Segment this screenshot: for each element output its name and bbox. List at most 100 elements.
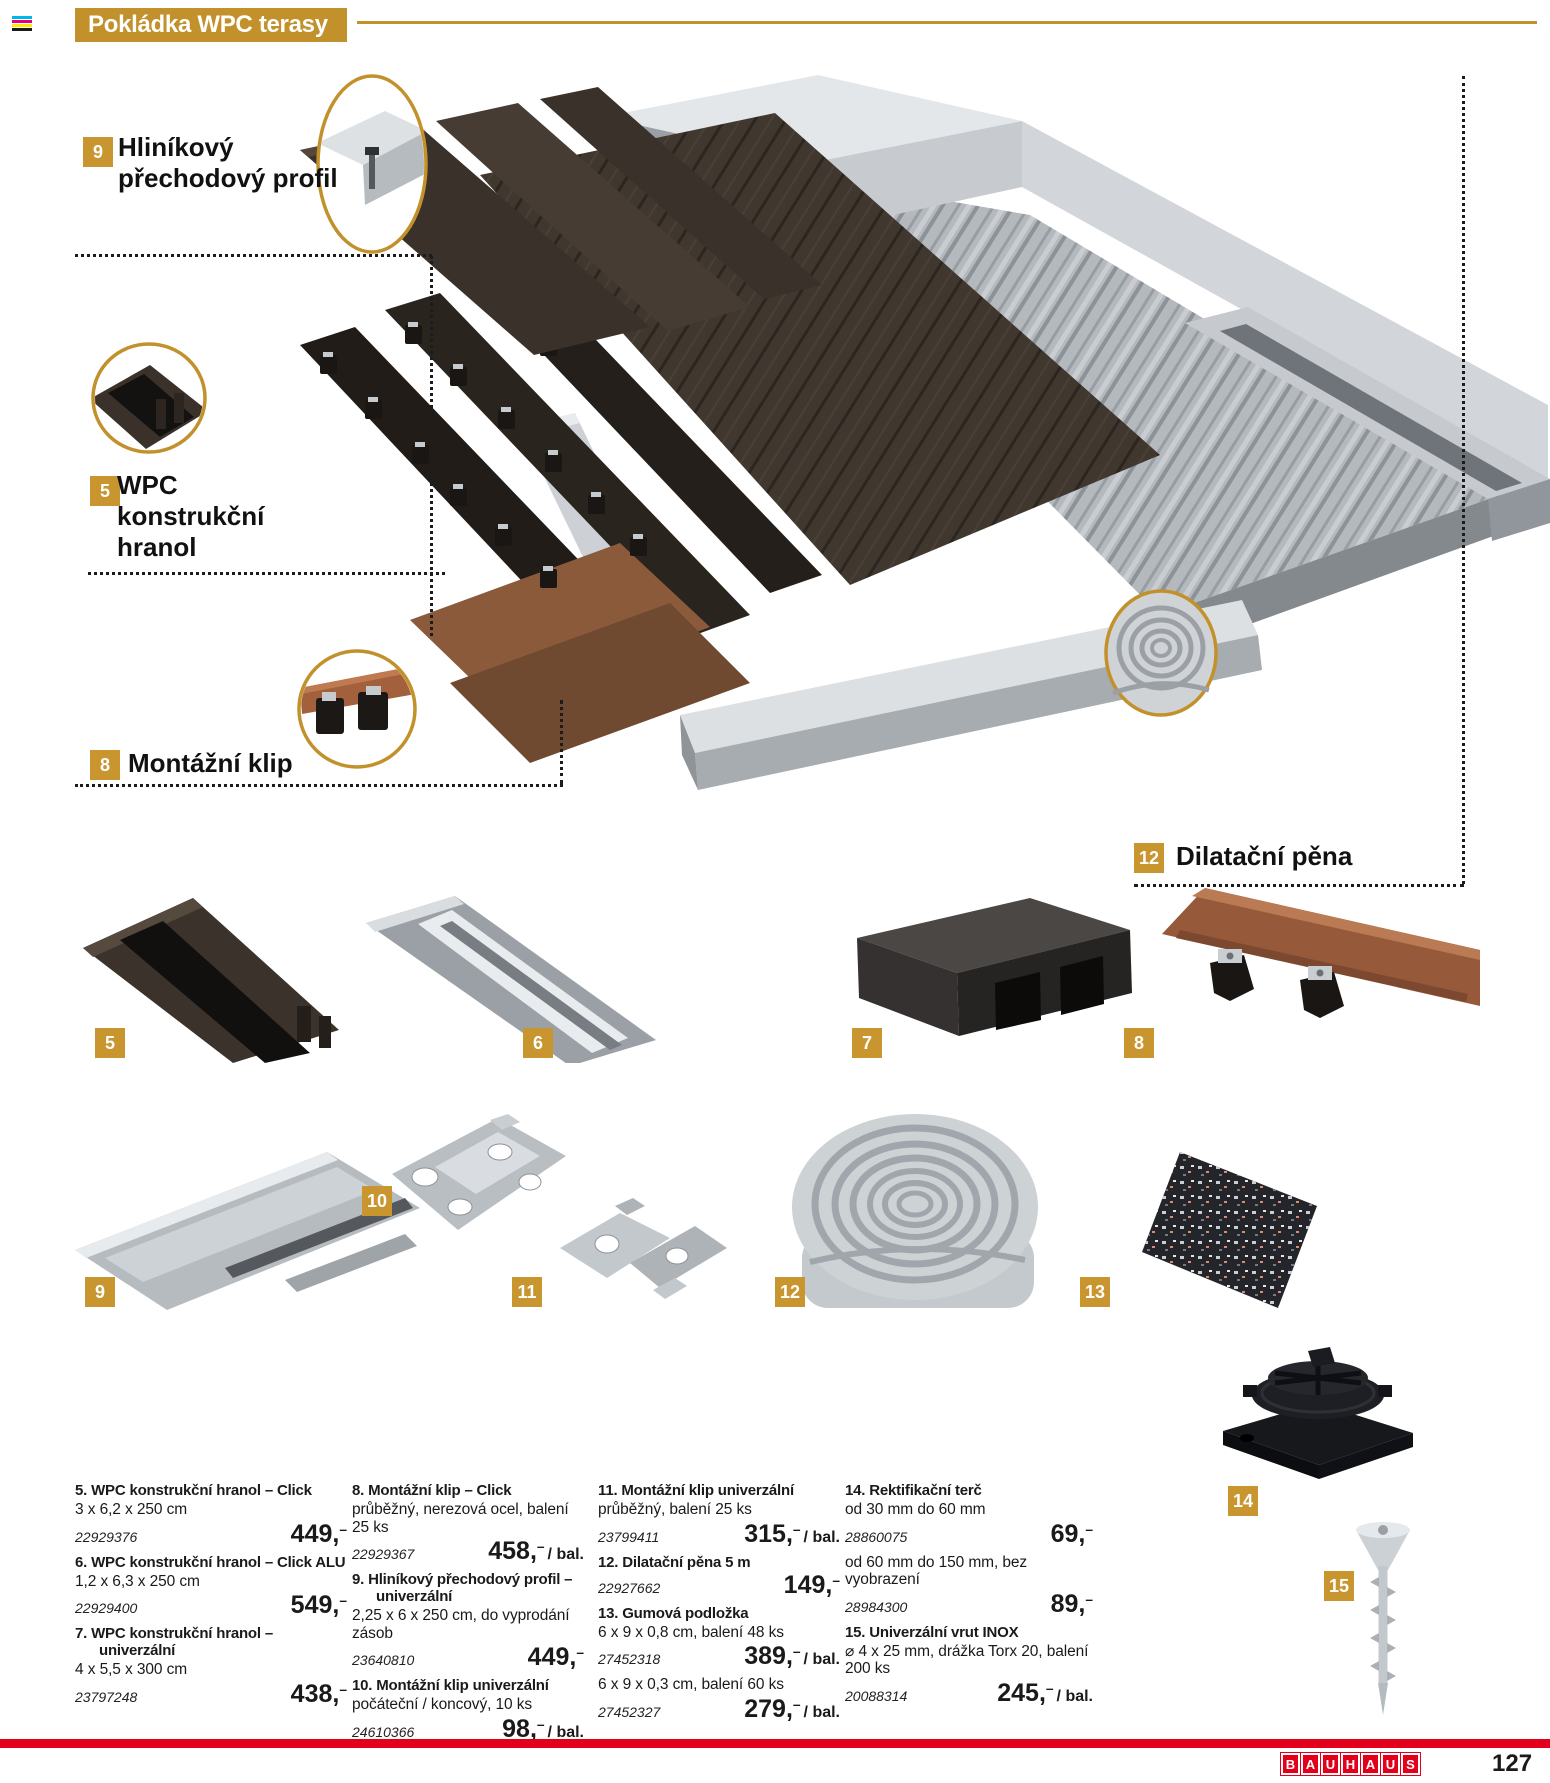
- price: 69,–: [1050, 1519, 1093, 1548]
- price: 549,–: [290, 1591, 347, 1619]
- photo-badge-12: 12: [775, 1277, 806, 1307]
- product-name: 11. Montážní klip univerzální: [598, 1482, 794, 1499]
- callout-label-12: Dilatační pěna: [1176, 841, 1352, 872]
- product-entry-10: 10. Montážní klip univerzální počáteční …: [352, 1677, 584, 1745]
- price: 389,–/ bal.: [744, 1642, 840, 1670]
- product-name: 6. WPC konstrukční hranol – Click ALU: [75, 1553, 346, 1571]
- product-entry-8: 8. Montážní klip – Click průběžný, nerez…: [352, 1482, 584, 1567]
- article-number: 22929376: [75, 1528, 138, 1545]
- callout-5-line3: hranol: [117, 532, 197, 562]
- product-photo-13: [1142, 1152, 1317, 1308]
- photo-badge-9: 9: [85, 1277, 115, 1307]
- product-name: 15. Univerzální vrut INOX: [845, 1623, 1019, 1641]
- product-photo-6: [366, 896, 656, 1063]
- product-name: 13. Gumová podložka: [598, 1604, 749, 1622]
- price: 449,–: [527, 1643, 584, 1671]
- logo-tile: H: [1340, 1752, 1361, 1776]
- product-entry-15: 15. Univerzální vrut INOX ⌀ 4 x 25 mm, d…: [845, 1624, 1093, 1709]
- callout-badge-5: 5: [90, 476, 120, 506]
- product-photo-10: [392, 1114, 566, 1230]
- product-desc: 6 x 9 x 0,8 cm, balení 48 ks: [598, 1623, 784, 1641]
- article-number: 20088314: [845, 1687, 908, 1704]
- photo-badge-7: 7: [852, 1028, 882, 1058]
- photo-badge-8: 8: [1124, 1028, 1154, 1058]
- photo-badge-15: 15: [1324, 1571, 1355, 1601]
- callout-badge-9: 9: [83, 137, 113, 167]
- product-info-col-1: 5. WPC konstrukční hranol – Click 3 x 6,…: [75, 1482, 347, 1714]
- product-photo-14: [1223, 1347, 1413, 1479]
- product-name: 9. Hliníkový přechodový profil – univerz…: [352, 1571, 573, 1605]
- article-number: 23799411: [598, 1528, 660, 1545]
- price: 89,–: [1050, 1589, 1093, 1618]
- leader-line-8: [75, 784, 563, 787]
- product-desc: ⌀ 4 x 25 mm, drážka Torx 20, balení 200 …: [845, 1642, 1089, 1678]
- leader-line-9-vertical: [430, 256, 433, 636]
- product-name: 7. WPC konstrukční hranol – univerzální: [75, 1625, 273, 1659]
- article-number: 28984300: [845, 1598, 908, 1615]
- price: 449,–: [290, 1519, 347, 1548]
- product-desc: průběžný, nerezová ocel, balení 25 ks: [352, 1501, 569, 1536]
- product-entry-6: 6. WPC konstrukční hranol – Click ALU 1,…: [75, 1554, 347, 1622]
- leader-line-12: [1134, 884, 1464, 887]
- price: 315,–/ bal.: [744, 1519, 840, 1548]
- photo-badge-11: 11: [512, 1277, 542, 1307]
- callout-5-line1: WPC: [117, 470, 178, 500]
- product-entry-14: 14. Rektifikační terč od 30 mm do 60 mm …: [845, 1482, 1093, 1620]
- page-number: 127: [1492, 1750, 1533, 1777]
- logo-tile: A: [1300, 1752, 1321, 1776]
- logo-tile: S: [1400, 1752, 1421, 1776]
- callout-9-line1: Hliníkový: [118, 132, 234, 162]
- product-name: 10. Montážní klip univerzální: [352, 1677, 549, 1694]
- product-name: 12. Dilatační pěna 5 m: [598, 1553, 751, 1571]
- logo-tile: U: [1320, 1752, 1341, 1776]
- detail-inset-mounting-clip: [296, 648, 418, 775]
- product-photo-7: [857, 898, 1132, 1036]
- product-photo-12: [792, 1114, 1038, 1308]
- product-desc: od 30 mm do 60 mm: [845, 1501, 986, 1518]
- product-photo-8: [1162, 888, 1480, 1018]
- callout-12-line1: Dilatační pěna: [1176, 841, 1353, 871]
- photo-badge-14: 14: [1228, 1486, 1259, 1516]
- product-entry-7: 7. WPC konstrukční hranol – univerzální …: [75, 1625, 347, 1710]
- article-number: 27452327: [598, 1703, 661, 1720]
- callout-label-9: Hliníkový přechodový profil: [118, 132, 338, 194]
- price: 438,–: [290, 1679, 347, 1708]
- product-info-col-2: 8. Montážní klip – Click průběžný, nerez…: [352, 1482, 584, 1749]
- footer-rule: [0, 1739, 1550, 1748]
- color-registration-icon: [12, 16, 32, 32]
- leader-line-5: [88, 572, 445, 575]
- callout-9-line2: přechodový profil: [118, 163, 338, 193]
- product-desc: průběžný, balení 25 ks: [598, 1501, 752, 1518]
- detail-inset-expansion-foam: [1103, 588, 1219, 723]
- callout-label-8: Montážní klip: [128, 748, 293, 779]
- photo-badge-5: 5: [95, 1028, 125, 1058]
- leader-line-9: [75, 254, 432, 257]
- product-photo-15: [1356, 1522, 1410, 1715]
- leader-line-8-vertical: [560, 700, 563, 784]
- detail-inset-wpc-joist: [90, 341, 208, 460]
- product-desc: 2,25 x 6 x 250 cm, do vyprodání zásob: [352, 1607, 570, 1642]
- terrace-assembly-illustration: [300, 75, 1550, 790]
- product-desc-variant: 6 x 9 x 0,3 cm, balení 60 ks: [598, 1676, 784, 1693]
- product-desc: 3 x 6,2 x 250 cm: [75, 1501, 188, 1518]
- article-number: 22929367: [352, 1546, 415, 1562]
- product-name: 14. Rektifikační terč: [845, 1482, 982, 1499]
- article-number: 28860075: [845, 1528, 908, 1545]
- product-entry-9: 9. Hliníkový přechodový profil – univerz…: [352, 1571, 584, 1673]
- product-info-col-3: 11. Montážní klip univerzální průběžný, …: [598, 1482, 840, 1729]
- article-number: 27452318: [598, 1651, 661, 1667]
- leader-line-12-vertical: [1462, 76, 1465, 884]
- page-title: Pokládka WPC terasy: [75, 8, 347, 42]
- price: 98,–/ bal.: [502, 1714, 584, 1743]
- photo-badge-6: 6: [523, 1028, 553, 1058]
- logo-tile: U: [1380, 1752, 1401, 1776]
- product-entry-11: 11. Montážní klip univerzální průběžný, …: [598, 1482, 840, 1550]
- product-desc: 4 x 5,5 x 300 cm: [75, 1661, 188, 1678]
- callout-5-line2: konstrukční: [117, 501, 265, 531]
- product-photo-9: [75, 1152, 420, 1310]
- article-number: 22929400: [75, 1600, 138, 1616]
- bauhaus-logo: B A U H A U S: [1280, 1752, 1421, 1776]
- article-number: 22927662: [598, 1579, 661, 1596]
